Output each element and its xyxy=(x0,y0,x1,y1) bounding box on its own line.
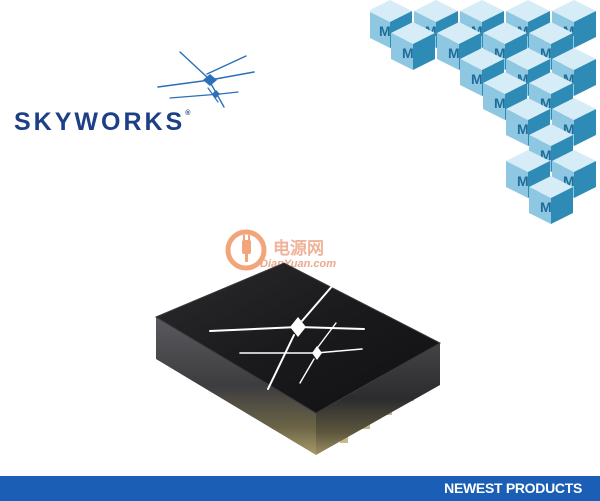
watermark-logo-icon xyxy=(225,229,267,271)
cube-letter: M xyxy=(379,23,391,39)
cube-letter: M xyxy=(563,121,575,137)
cube-tile: M xyxy=(370,0,412,48)
cube-tile: M xyxy=(483,22,527,70)
watermark-cn-text: 电源网 xyxy=(273,239,324,259)
cube-tile: M xyxy=(552,150,596,198)
chip-package-image xyxy=(154,262,442,455)
cube-letter: M xyxy=(517,121,529,137)
cube-letter: M xyxy=(471,71,483,87)
cube-tile: M xyxy=(552,48,596,96)
cube-tile: M xyxy=(529,124,573,172)
cube-tile: M xyxy=(506,150,550,198)
cube-tile: M xyxy=(391,22,435,70)
footer-label: NEWEST PRODUCTS xyxy=(444,480,582,496)
cube-letter: M xyxy=(517,173,529,189)
cube-tile: M xyxy=(437,22,481,70)
cube-letter: M xyxy=(448,45,460,61)
footer-bar xyxy=(0,476,600,501)
cube-tile: M xyxy=(506,48,550,96)
skyworks-logo-icon xyxy=(157,51,255,108)
cube-tile: M xyxy=(483,72,527,120)
cube-letter: M xyxy=(517,71,529,87)
cube-tile: M xyxy=(460,48,504,96)
cube-letter: M xyxy=(402,45,414,61)
cube-tile: M xyxy=(506,98,550,146)
distributor-cube-mosaic: MMMMMMMMMMMMMMMMMMMM xyxy=(370,0,596,224)
cube-tile: M xyxy=(552,98,596,146)
cube-letter: M xyxy=(563,173,575,189)
brand-wordmark: SKYWORKS® xyxy=(14,108,191,136)
cube-letter: M xyxy=(540,95,552,111)
cube-letter: M xyxy=(540,147,552,163)
cube-letter: M xyxy=(563,71,575,87)
cube-letter: M xyxy=(494,45,506,61)
cube-tile: M xyxy=(529,176,573,224)
cube-letter: M xyxy=(540,199,552,215)
cube-letter: M xyxy=(540,45,552,61)
cube-tile: M xyxy=(529,72,573,120)
cube-letter: M xyxy=(494,95,506,111)
cube-tile: M xyxy=(529,22,573,70)
